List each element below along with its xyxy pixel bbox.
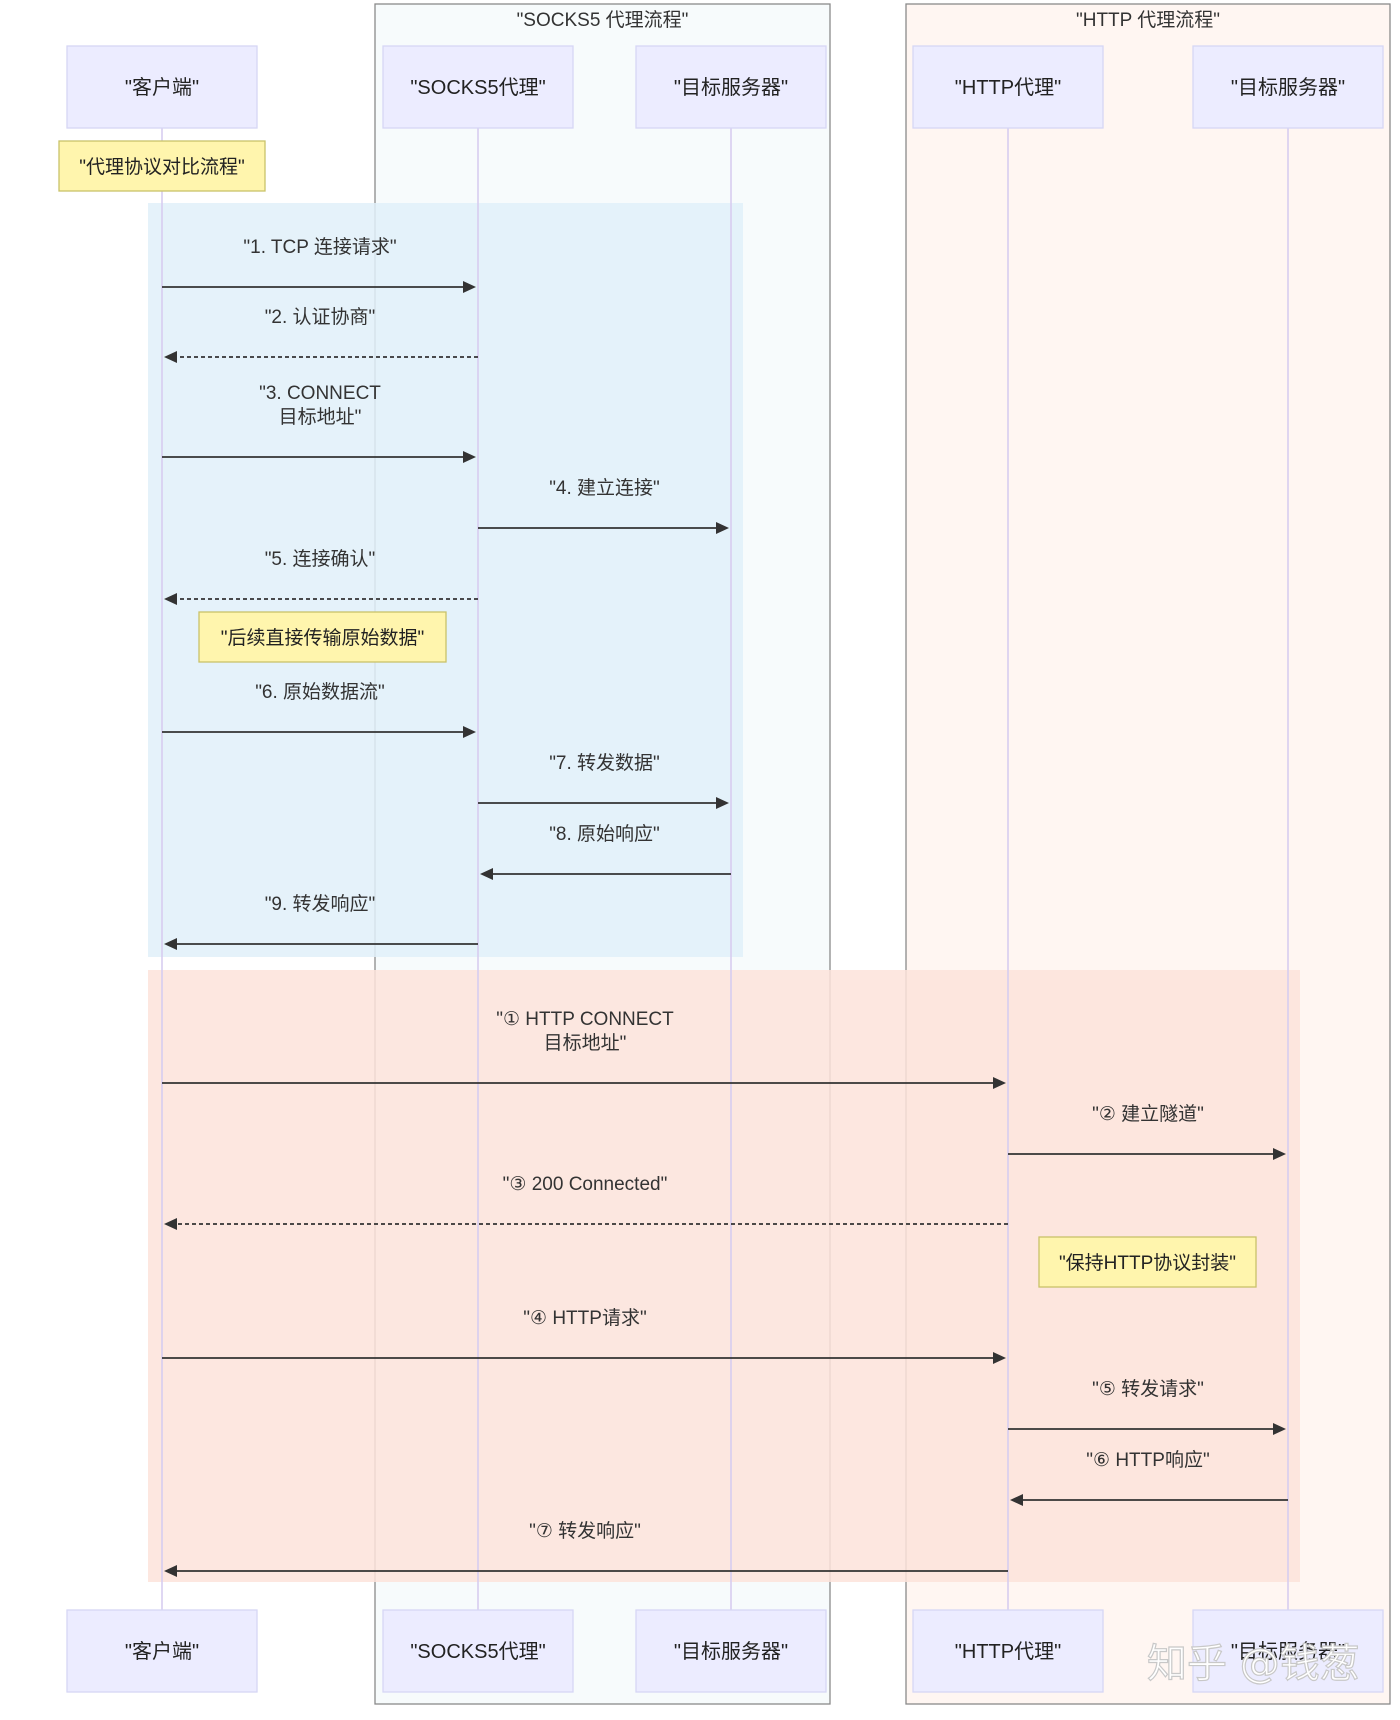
message-arrowhead bbox=[480, 868, 493, 880]
participant-box bbox=[66, 45, 258, 129]
participant-box bbox=[1192, 1609, 1384, 1693]
participant-label: "客户端" bbox=[125, 76, 199, 99]
message-label: "4. 建立连接" bbox=[549, 477, 660, 499]
participant-label: "SOCKS5代理" bbox=[410, 1640, 545, 1663]
message-arrowhead bbox=[1273, 1148, 1286, 1160]
message-13: "④ HTTP请求" bbox=[162, 1307, 1006, 1364]
message-label: "⑤ 转发请求" bbox=[1092, 1378, 1204, 1400]
message-label: "5. 连接确认" bbox=[265, 548, 376, 570]
message-label: "6. 原始数据流" bbox=[255, 681, 385, 703]
participant-label: "目标服务器" bbox=[674, 1640, 788, 1663]
message-9: "9. 转发响应" bbox=[164, 893, 478, 950]
participant-client-top: "客户端" bbox=[66, 45, 258, 129]
message-arrowhead bbox=[164, 1565, 177, 1577]
message-5: "5. 连接确认" bbox=[164, 548, 478, 605]
participant-box bbox=[66, 1609, 258, 1693]
message-7: "7. 转发数据" bbox=[478, 752, 729, 809]
message-arrowhead bbox=[463, 451, 476, 463]
participant-client-bottom: "客户端" bbox=[66, 1609, 258, 1693]
participant-target1-top: "目标服务器" bbox=[635, 45, 827, 129]
participant-layer: "客户端" "客户端" "SOCKS5代理" "SOCKS5代理" "目标服务器" "目标… bbox=[66, 45, 1384, 1693]
note-raw: "后续直接传输原始数据" bbox=[198, 611, 447, 663]
participant-target1-bottom: "目标服务器" bbox=[635, 1609, 827, 1693]
participant-label: "客户端" bbox=[125, 1640, 199, 1663]
participant-target2-top: "目标服务器" bbox=[1192, 45, 1384, 129]
message-label: "7. 转发数据" bbox=[549, 752, 660, 774]
message-label: 目标地址" bbox=[279, 406, 362, 428]
message-label: "① HTTP CONNECT bbox=[496, 1009, 674, 1030]
participant-label: "目标服务器" bbox=[1231, 76, 1345, 99]
message-label: "3. CONNECT bbox=[259, 383, 381, 404]
note-text: "保持HTTP协议封装" bbox=[1059, 1252, 1236, 1274]
note-keep: "保持HTTP协议封装" bbox=[1038, 1236, 1257, 1288]
message-arrowhead bbox=[1273, 1423, 1286, 1435]
note-box bbox=[198, 611, 447, 663]
message-6: "6. 原始数据流" bbox=[162, 681, 476, 738]
message-label: "② 建立隧道" bbox=[1092, 1103, 1204, 1125]
message-label: "④ HTTP请求" bbox=[523, 1307, 646, 1329]
note-title: "代理协议对比流程" bbox=[58, 140, 266, 192]
participant-box bbox=[912, 45, 1104, 129]
participant-box bbox=[635, 45, 827, 129]
participant-label: "SOCKS5代理" bbox=[410, 76, 545, 99]
participant-target2-bottom: "目标服务器" bbox=[1192, 1609, 1384, 1693]
participant-box bbox=[382, 45, 574, 129]
message-arrowhead bbox=[993, 1077, 1006, 1089]
note-text: "代理协议对比流程" bbox=[79, 156, 245, 178]
message-11: "② 建立隧道" bbox=[1008, 1103, 1286, 1160]
message-4: "4. 建立连接" bbox=[478, 477, 729, 534]
message-2: "2. 认证协商" bbox=[164, 306, 478, 363]
participant-label: "HTTP代理" bbox=[955, 76, 1061, 99]
group-label-http: "HTTP 代理流程" bbox=[1076, 9, 1220, 31]
message-label: "③ 200 Connected" bbox=[503, 1174, 668, 1195]
message-label: "2. 认证协商" bbox=[265, 306, 376, 328]
message-arrowhead bbox=[164, 1218, 177, 1230]
participant-httpproxy-top: "HTTP代理" bbox=[912, 45, 1104, 129]
participant-socks5-top: "SOCKS5代理" bbox=[382, 45, 574, 129]
lifeline-layer bbox=[161, 128, 1289, 1610]
message-8: "8. 原始响应" bbox=[480, 823, 731, 880]
participant-box bbox=[382, 1609, 574, 1693]
message-arrowhead bbox=[993, 1352, 1006, 1364]
message-label: "⑥ HTTP响应" bbox=[1086, 1449, 1209, 1471]
message-1: "1. TCP 连接请求" bbox=[162, 236, 476, 293]
message-16: "⑦ 转发响应" bbox=[164, 1520, 1008, 1577]
message-12: "③ 200 Connected" bbox=[164, 1174, 1008, 1230]
message-arrowhead bbox=[463, 281, 476, 293]
watermark-text: 知乎 @钱葱 bbox=[1147, 1641, 1360, 1687]
message-arrowhead bbox=[164, 593, 177, 605]
message-arrowhead bbox=[463, 726, 476, 738]
note-box bbox=[1038, 1236, 1257, 1288]
note-layer: "代理协议对比流程" "后续直接传输原始数据" "保持HTTP协议封装" bbox=[58, 140, 1257, 1288]
message-arrowhead bbox=[716, 522, 729, 534]
note-text: "后续直接传输原始数据" bbox=[221, 627, 425, 649]
participant-box bbox=[635, 1609, 827, 1693]
message-label: 目标地址" bbox=[544, 1032, 627, 1054]
message-label: "9. 转发响应" bbox=[265, 893, 376, 915]
participant-box bbox=[1192, 45, 1384, 129]
group-label-socks: "SOCKS5 代理流程" bbox=[517, 9, 689, 31]
message-arrowhead bbox=[1010, 1494, 1023, 1506]
participant-label: "HTTP代理" bbox=[955, 1640, 1061, 1663]
message-label: "⑦ 转发响应" bbox=[529, 1520, 641, 1542]
socks5-flow-band bbox=[148, 203, 743, 957]
message-layer: "1. TCP 连接请求""2. 认证协商""3. CONNECT目标地址""4… bbox=[162, 236, 1288, 1577]
message-label: "1. TCP 连接请求" bbox=[243, 236, 396, 258]
message-arrowhead bbox=[716, 797, 729, 809]
message-14: "⑤ 转发请求" bbox=[1008, 1378, 1286, 1435]
participant-httpproxy-bottom: "HTTP代理" bbox=[912, 1609, 1104, 1693]
note-box bbox=[58, 140, 266, 192]
message-label: "8. 原始响应" bbox=[549, 823, 660, 845]
message-arrowhead bbox=[164, 938, 177, 950]
participant-label: "目标服务器" bbox=[674, 76, 788, 99]
message-15: "⑥ HTTP响应" bbox=[1010, 1449, 1288, 1506]
message-arrowhead bbox=[164, 351, 177, 363]
participant-label: "目标服务器" bbox=[1231, 1640, 1345, 1663]
participant-socks5-bottom: "SOCKS5代理" bbox=[382, 1609, 574, 1693]
participant-box bbox=[912, 1609, 1104, 1693]
